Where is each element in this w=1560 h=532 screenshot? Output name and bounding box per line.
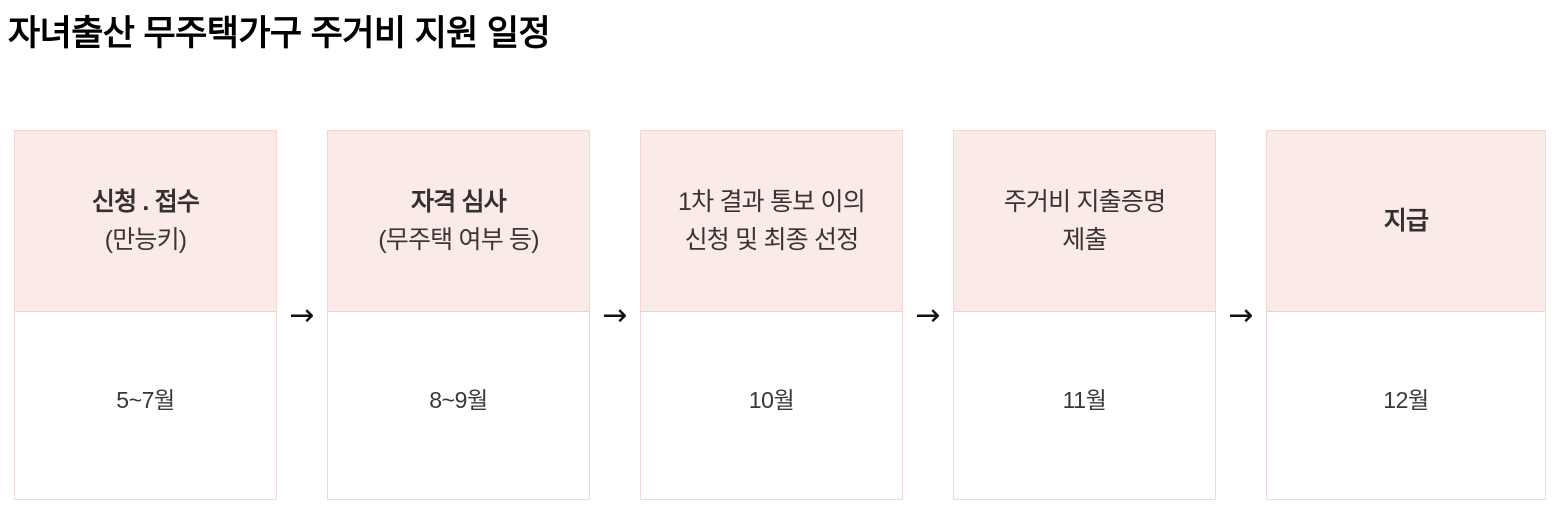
stage-header-5: 지급 bbox=[1266, 130, 1546, 312]
stage-header-3: 1차 결과 통보 이의 신청 및 최종 선정 bbox=[640, 130, 903, 312]
stage-period-3: 10월 bbox=[748, 386, 795, 413]
flow-arrow-2: → bbox=[590, 130, 640, 500]
stage-card-2: 자격 심사 (무주택 여부 등) 8~9월 bbox=[327, 130, 590, 500]
stage-subtitle-1: (만능키) bbox=[104, 226, 187, 254]
stage-title-4: 주거비 지출증명 bbox=[1003, 188, 1166, 216]
stage-period-5: 12월 bbox=[1383, 386, 1429, 413]
stage-header-1: 신청 . 접수 (만능키) bbox=[14, 130, 277, 312]
stage-period-1: 5~7월 bbox=[116, 386, 175, 413]
stage-subtitle-2: (무주택 여부 등) bbox=[378, 226, 539, 254]
stage-card-3: 1차 결과 통보 이의 신청 및 최종 선정 10월 bbox=[640, 130, 903, 500]
stage-subtitle-3: 신청 및 최종 선정 bbox=[684, 226, 860, 254]
page-title: 자녀출산 무주택가구 주거비 지원 일정 bbox=[8, 14, 551, 53]
flow-arrow-4: → bbox=[1216, 130, 1266, 500]
stage-title-2: 자격 심사 bbox=[411, 188, 507, 216]
stage-card-4: 주거비 지출증명 제출 11월 bbox=[953, 130, 1216, 500]
stage-period-2: 8~9월 bbox=[429, 386, 488, 413]
flow-arrow-1: → bbox=[277, 130, 327, 500]
stage-title-5: 지급 bbox=[1383, 207, 1429, 235]
stage-period-4: 11월 bbox=[1062, 386, 1107, 413]
stage-card-1: 신청 . 접수 (만능키) 5~7월 bbox=[14, 130, 277, 500]
stage-body-3: 10월 bbox=[640, 312, 903, 500]
stage-body-4: 11월 bbox=[953, 312, 1216, 500]
arrow-right-icon: → bbox=[289, 298, 315, 333]
arrow-right-icon: → bbox=[1228, 298, 1254, 333]
arrow-right-icon: → bbox=[602, 298, 628, 333]
stage-title-1: 신청 . 접수 bbox=[91, 188, 200, 216]
flow-arrow-3: → bbox=[903, 130, 953, 500]
stage-body-5: 12월 bbox=[1266, 312, 1546, 500]
stage-title-3: 1차 결과 통보 이의 bbox=[678, 188, 866, 216]
stage-body-2: 8~9월 bbox=[327, 312, 590, 500]
stage-subtitle-4: 제출 bbox=[1062, 226, 1107, 254]
process-flow-row: 신청 . 접수 (만능키) 5~7월 → 자격 심사 (무주택 여부 등) 8~… bbox=[14, 130, 1546, 500]
stage-body-1: 5~7월 bbox=[14, 312, 277, 500]
stage-card-5: 지급 12월 bbox=[1266, 130, 1546, 500]
stage-header-4: 주거비 지출증명 제출 bbox=[953, 130, 1216, 312]
stage-header-2: 자격 심사 (무주택 여부 등) bbox=[327, 130, 590, 312]
arrow-right-icon: → bbox=[915, 298, 941, 333]
